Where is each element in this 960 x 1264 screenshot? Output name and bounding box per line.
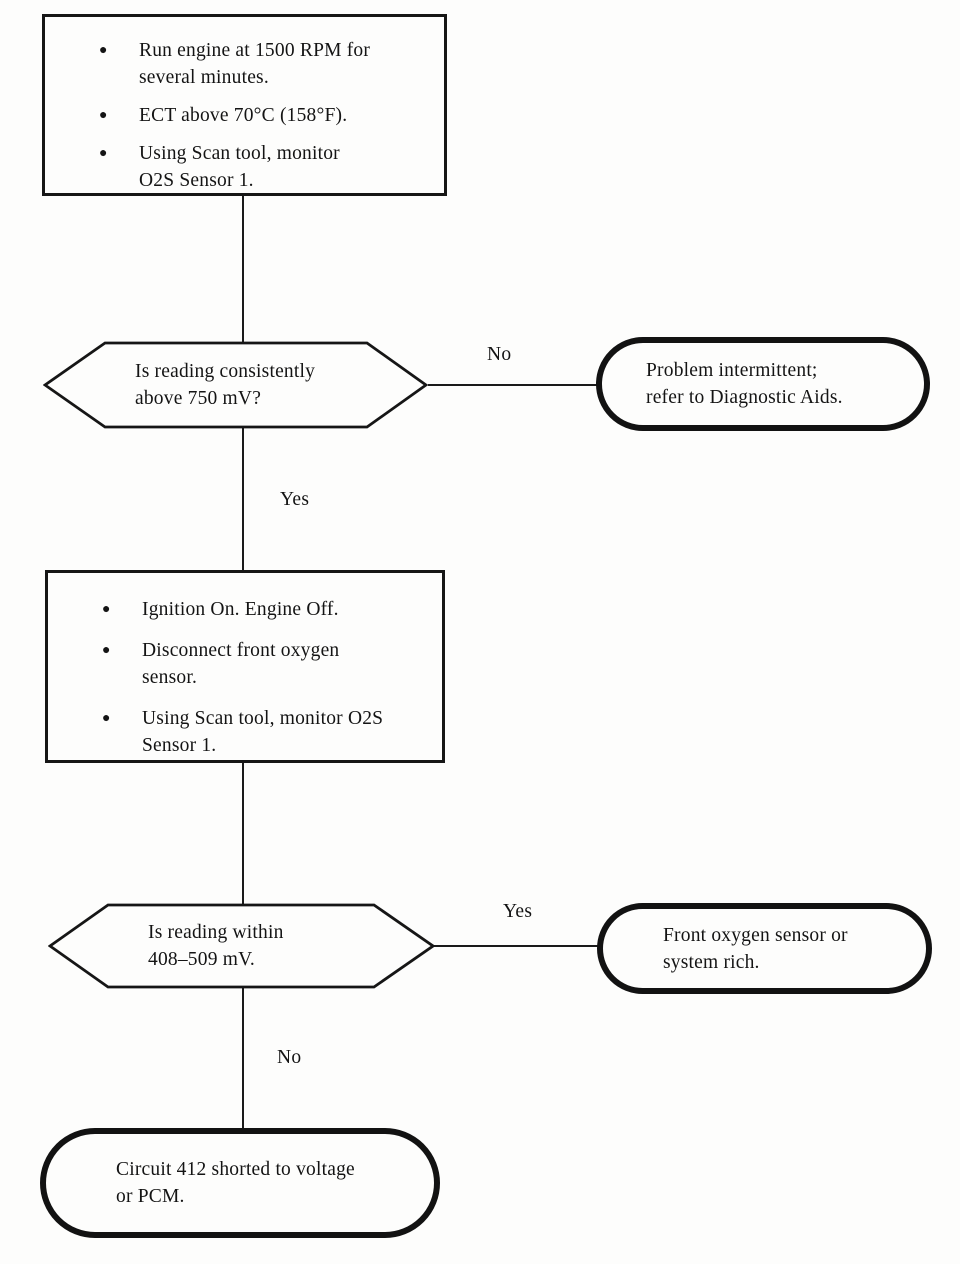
bullet-icon: ● bbox=[99, 108, 108, 123]
list-item: ● Disconnect front oxygen sensor. bbox=[100, 637, 434, 691]
connector-box1-to-decision1 bbox=[242, 195, 244, 342]
bullet-text: Using Scan tool, monitor O2S Sensor 1. bbox=[142, 708, 384, 756]
terminal-sensor-or-system-rich: Front oxygen sensor or system rich. bbox=[597, 903, 932, 994]
edge-label-no-2: No bbox=[277, 1047, 302, 1068]
list-item: ● Using Scan tool, monitor O2S Sensor 1. bbox=[100, 705, 434, 759]
terminal-text: Problem intermittent; refer to Diagnosti… bbox=[646, 360, 843, 408]
connector-decision2-yes-branch bbox=[434, 945, 598, 947]
decision-reading-above-750mv: Is reading consistently above 750 mV? bbox=[43, 341, 428, 429]
terminal-text: Circuit 412 shorted to voltage or PCM. bbox=[116, 1159, 355, 1207]
hexagon-shape bbox=[43, 341, 428, 429]
edge-label-yes-2: Yes bbox=[503, 901, 533, 922]
connector-decision1-no-branch bbox=[428, 384, 598, 386]
bullet-text: Disconnect front oxygen sensor. bbox=[142, 640, 340, 688]
decision-reading-408-509mv: Is reading within 408–509 mV. bbox=[48, 903, 435, 989]
bullet-text: Using Scan tool, monitor O2S Sensor 1. bbox=[139, 143, 340, 191]
edge-label-no-1: No bbox=[487, 344, 512, 365]
list-item: ● Ignition On. Engine Off. bbox=[100, 596, 434, 623]
terminal-problem-intermittent: Problem intermittent; refer to Diagnosti… bbox=[596, 337, 930, 431]
decision-text: Is reading consistently above 750 mV? bbox=[135, 361, 316, 409]
connector-decision1-yes-branch bbox=[242, 427, 244, 571]
process-box-ignition-on: ● Ignition On. Engine Off. ● Disconnect … bbox=[45, 570, 445, 763]
terminal-text: Front oxygen sensor or system rich. bbox=[663, 924, 848, 973]
bullet-icon: ● bbox=[99, 146, 108, 161]
connector-decision2-no-branch bbox=[242, 987, 244, 1129]
edge-label-yes-1: Yes bbox=[280, 489, 310, 510]
hexagon-shape bbox=[48, 903, 435, 989]
connector-box2-to-decision2 bbox=[242, 762, 244, 905]
bullet-icon: ● bbox=[99, 43, 108, 58]
bullet-icon: ● bbox=[102, 711, 111, 726]
list-item: ● Run engine at 1500 RPM for several min… bbox=[97, 37, 436, 91]
process-box-run-engine: ● Run engine at 1500 RPM for several min… bbox=[42, 14, 447, 196]
list-item: ● ECT above 70°C (158°F). bbox=[97, 102, 436, 129]
list-item: ● Using Scan tool, monitor O2S Sensor 1. bbox=[97, 140, 436, 194]
bullet-icon: ● bbox=[102, 602, 111, 617]
bullet-text: Run engine at 1500 RPM for several minut… bbox=[139, 40, 371, 88]
decision-text: Is reading within 408–509 mV. bbox=[148, 922, 284, 970]
bullet-icon: ● bbox=[102, 643, 111, 658]
bullet-text: Ignition On. Engine Off. bbox=[142, 599, 339, 620]
bullet-text: ECT above 70°C (158°F). bbox=[139, 105, 348, 126]
terminal-circuit-412-shorted: Circuit 412 shorted to voltage or PCM. bbox=[40, 1128, 440, 1238]
